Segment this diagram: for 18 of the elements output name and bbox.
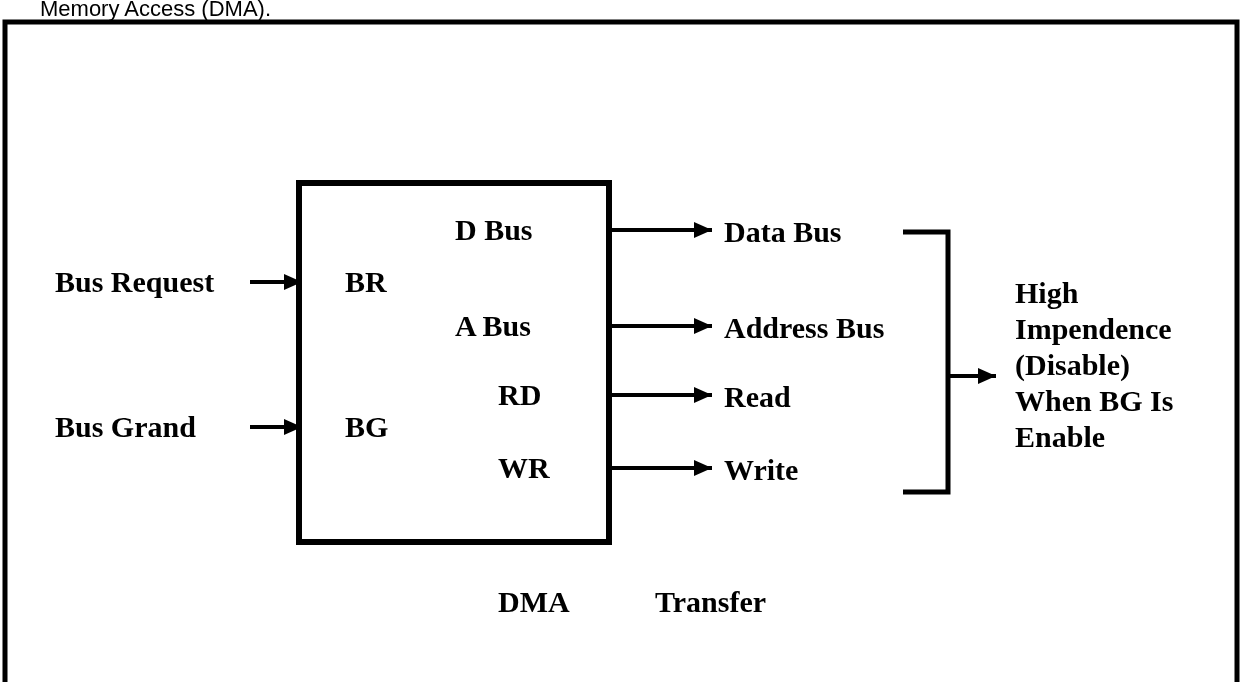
dma-controller-box <box>296 180 612 545</box>
signal-label: A Bus <box>440 306 606 346</box>
signal-label: Read <box>712 377 897 417</box>
signal-label: BG <box>302 407 412 447</box>
caption-text: Transfer <box>655 585 767 619</box>
signal-label: Address Bus <box>712 308 902 348</box>
signal-label: Bus Request <box>50 262 250 302</box>
signal-label: Data Bus <box>712 212 897 252</box>
signal-label: Bus Grand <box>50 407 250 447</box>
signal-label: WR <box>480 448 606 488</box>
heading-text: Memory Access (DMA). <box>40 0 272 22</box>
note-text: High Impendence (Disable) When BG Is Enable <box>1008 262 1193 467</box>
signal-label: Write <box>712 450 897 490</box>
signal-label: RD <box>480 375 606 415</box>
signal-label: BR <box>302 262 412 302</box>
caption-text: DMA <box>498 585 570 619</box>
signal-label: D Bus <box>440 210 606 250</box>
arrow <box>950 368 996 384</box>
